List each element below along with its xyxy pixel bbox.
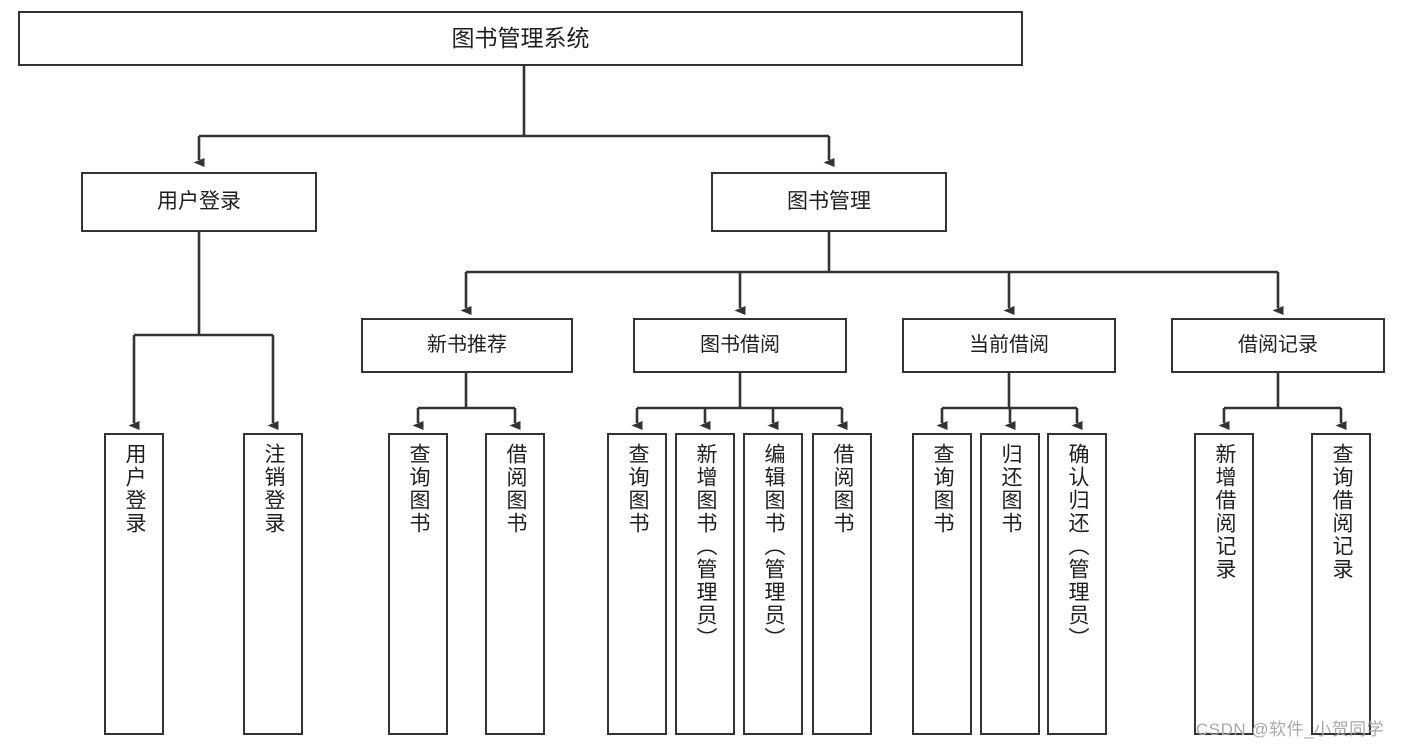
- node-leaf-add-book-label: 新增图书（管理员）: [694, 443, 718, 650]
- node-book-borrow-label: 图书借阅: [700, 334, 780, 357]
- node-leaf-borrow-book-2-label: 借阅图书: [831, 443, 855, 535]
- node-borrow-record-label: 借阅记录: [1238, 334, 1318, 357]
- node-root[interactable]: 图书管理系统: [18, 11, 1023, 66]
- node-leaf-user-login-label: 用户登录: [123, 443, 147, 535]
- node-leaf-borrow-book-1-label: 借阅图书: [504, 443, 528, 535]
- node-user-login-label: 用户登录: [157, 190, 241, 214]
- node-current-borrow[interactable]: 当前借阅: [902, 318, 1116, 373]
- node-leaf-query-book-1[interactable]: 查询图书: [388, 433, 448, 735]
- node-leaf-user-login[interactable]: 用户登录: [104, 433, 164, 735]
- node-leaf-query-book-3[interactable]: 查询图书: [912, 433, 972, 735]
- node-current-borrow-label: 当前借阅: [969, 334, 1049, 357]
- node-leaf-confirm-return-label: 确认归还（管理员）: [1066, 443, 1090, 650]
- node-leaf-return-book[interactable]: 归还图书: [980, 433, 1040, 735]
- node-user-login[interactable]: 用户登录: [81, 172, 317, 232]
- node-leaf-query-record-label: 查询借阅记录: [1330, 443, 1354, 581]
- node-leaf-query-book-3-label: 查询图书: [931, 443, 955, 535]
- node-leaf-logout-label: 注销登录: [262, 443, 286, 535]
- csdn-watermark: CSDN @软件_小贺同学: [1196, 720, 1385, 739]
- node-book-manage-label: 图书管理: [787, 190, 871, 214]
- node-leaf-borrow-book-1[interactable]: 借阅图书: [485, 433, 545, 735]
- node-leaf-query-book-1-label: 查询图书: [407, 443, 431, 535]
- node-leaf-edit-book-label: 编辑图书（管理员）: [762, 443, 786, 650]
- node-book-manage[interactable]: 图书管理: [711, 172, 947, 232]
- node-leaf-query-book-2[interactable]: 查询图书: [607, 433, 667, 735]
- node-leaf-edit-book[interactable]: 编辑图书（管理员）: [743, 433, 803, 735]
- node-new-book-recommend-label: 新书推荐: [427, 334, 507, 357]
- node-leaf-query-book-2-label: 查询图书: [626, 443, 650, 535]
- node-new-book-recommend[interactable]: 新书推荐: [361, 318, 573, 373]
- node-root-label: 图书管理系统: [451, 25, 590, 52]
- node-leaf-add-record[interactable]: 新增借阅记录: [1194, 433, 1254, 735]
- node-leaf-borrow-book-2[interactable]: 借阅图书: [812, 433, 872, 735]
- node-book-borrow[interactable]: 图书借阅: [633, 318, 847, 373]
- node-leaf-confirm-return[interactable]: 确认归还（管理员）: [1047, 433, 1107, 735]
- node-leaf-return-book-label: 归还图书: [999, 443, 1023, 535]
- node-borrow-record[interactable]: 借阅记录: [1171, 318, 1385, 373]
- node-leaf-logout[interactable]: 注销登录: [243, 433, 303, 735]
- node-leaf-add-record-label: 新增借阅记录: [1213, 443, 1237, 581]
- node-leaf-query-record[interactable]: 查询借阅记录: [1311, 433, 1371, 735]
- node-leaf-add-book[interactable]: 新增图书（管理员）: [675, 433, 735, 735]
